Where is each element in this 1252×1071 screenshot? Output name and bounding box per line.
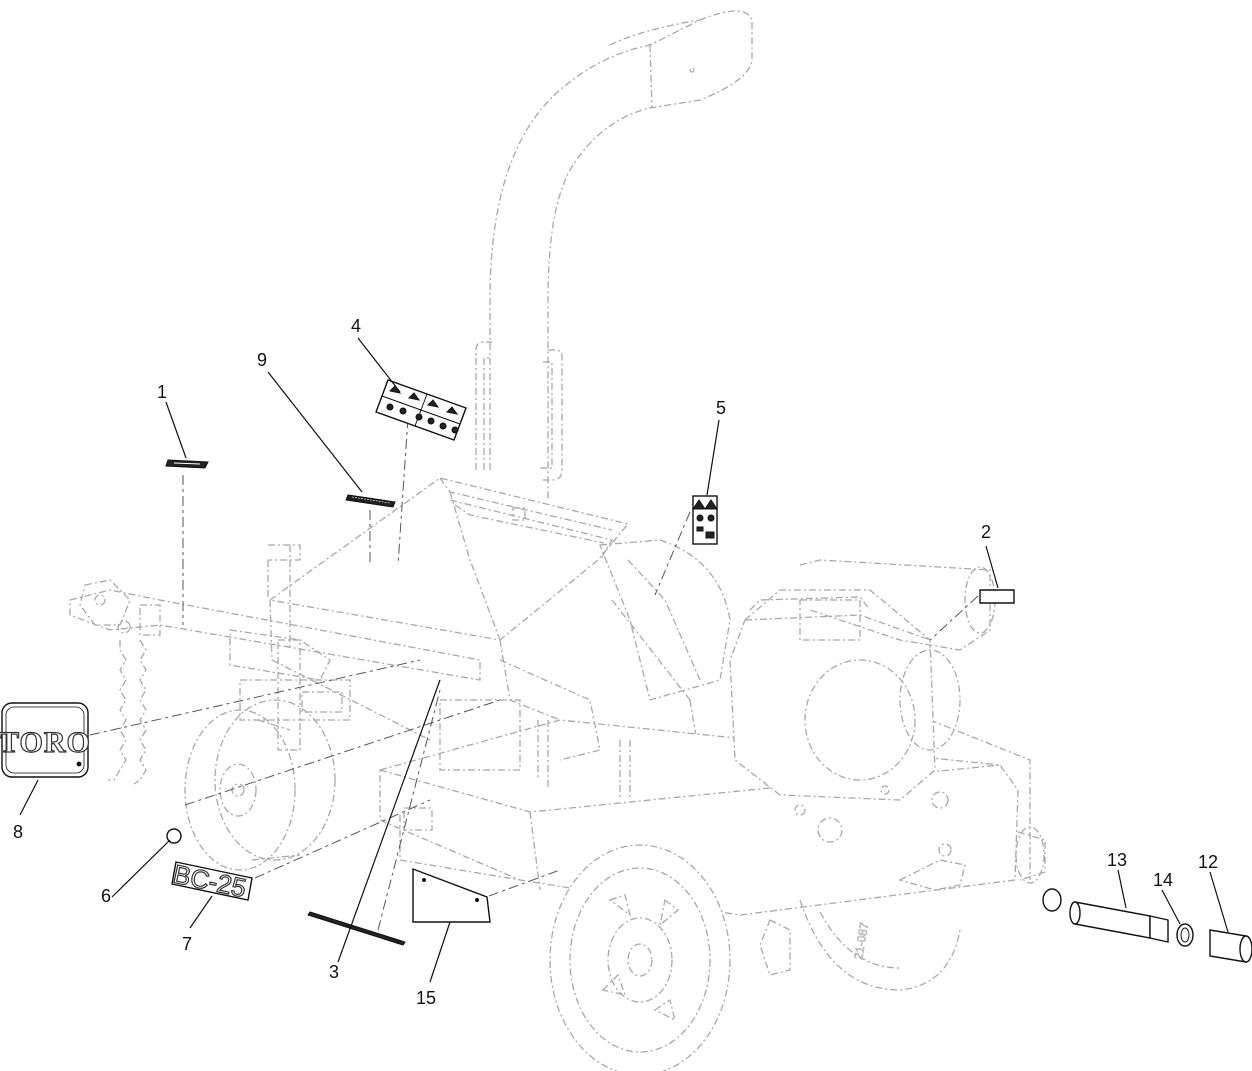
callout-2: 2 bbox=[981, 522, 991, 542]
decal-part-3 bbox=[307, 911, 406, 946]
decal-part-12 bbox=[1209, 929, 1252, 963]
model-text: BC-25 bbox=[171, 859, 249, 904]
decal-part-9 bbox=[345, 494, 396, 508]
callout-4: 4 bbox=[351, 316, 361, 336]
warning-triangle-icon bbox=[704, 499, 718, 510]
callout-labels: 1 2 3 4 5 6 7 8 9 12 13 14 15 bbox=[13, 316, 1218, 1008]
callout-6: 6 bbox=[101, 886, 111, 906]
logo-text: TORO bbox=[0, 726, 91, 759]
callout-8: 8 bbox=[13, 822, 23, 842]
warning-triangle-icon bbox=[407, 392, 421, 401]
warning-triangle-icon bbox=[692, 499, 706, 510]
decal-part-4 bbox=[375, 379, 467, 441]
decal-part-15 bbox=[412, 867, 491, 923]
placement-lines bbox=[89, 417, 979, 931]
decal-part-1 bbox=[165, 459, 209, 469]
decal-part-13 bbox=[1042, 888, 1151, 939]
decal-part-14 bbox=[1149, 915, 1194, 947]
callout-7: 7 bbox=[182, 934, 192, 954]
warning-triangle-icon bbox=[445, 406, 459, 415]
leader-lines bbox=[19, 337, 1229, 983]
warning-triangle-icon bbox=[426, 399, 440, 408]
decal-part-2 bbox=[979, 589, 1015, 604]
callout-13: 13 bbox=[1107, 850, 1127, 870]
tire-marking-text: 21-087 bbox=[851, 921, 871, 961]
callout-5: 5 bbox=[716, 398, 726, 418]
callout-15: 15 bbox=[416, 988, 436, 1008]
callout-1: 1 bbox=[157, 382, 167, 402]
callout-14: 14 bbox=[1153, 870, 1173, 890]
ghosted-chipper-machine: 21-087 bbox=[69, 10, 1046, 1071]
callout-3: 3 bbox=[329, 962, 339, 982]
decal-part-5 bbox=[692, 495, 718, 545]
callout-9: 9 bbox=[257, 350, 267, 370]
decal-part-8: TORO bbox=[0, 702, 91, 778]
decal-part-6 bbox=[166, 828, 182, 844]
callout-12: 12 bbox=[1198, 852, 1218, 872]
